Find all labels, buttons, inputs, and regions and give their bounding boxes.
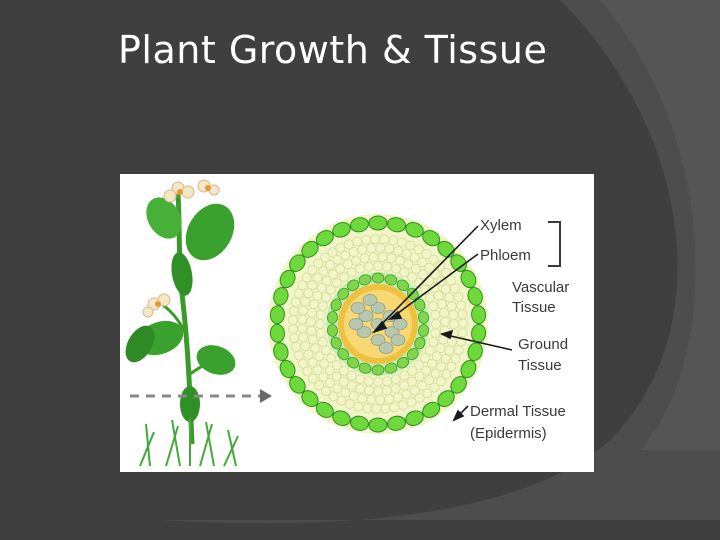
dermal-tissue-label-line2: (Epidermis)	[470, 425, 547, 442]
ground-tissue-label-line2: Tissue	[518, 357, 562, 374]
xylem-label: Xylem	[480, 217, 522, 234]
slide-title: Plant Growth & Tissue	[118, 28, 548, 72]
vascular-bracket	[548, 221, 561, 267]
vascular-tissue-label-line1: Vascular	[512, 279, 569, 296]
phloem-label: Phloem	[480, 247, 531, 264]
label-pointers	[371, 225, 513, 422]
plant-illustration	[125, 179, 272, 467]
ground-tissue-label-line1: Ground	[518, 336, 568, 353]
dermal-tissue-label-line1: Dermal Tissue	[470, 403, 566, 420]
vascular-tissue-label-line2: Tissue	[512, 299, 556, 316]
cut-arrow-head	[260, 389, 272, 403]
stem-cross-section	[268, 214, 488, 434]
plant-tissue-figure: Xylem Phloem Vascular Tissue Ground Tiss…	[120, 174, 594, 472]
